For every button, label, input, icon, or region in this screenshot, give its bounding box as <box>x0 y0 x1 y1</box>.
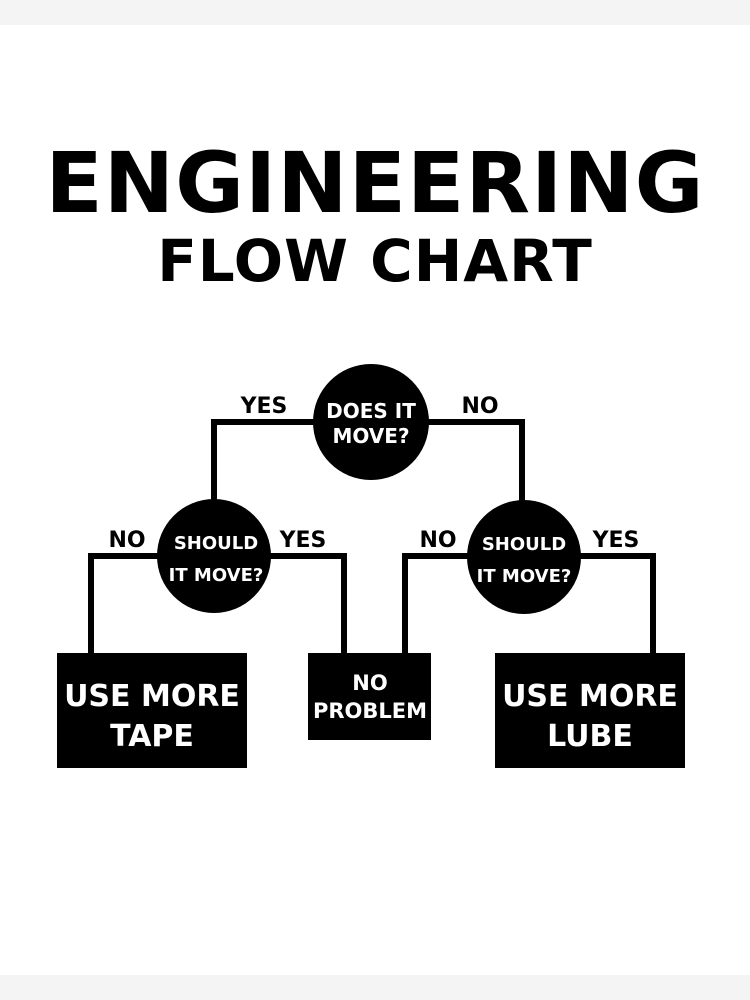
outcome-tape-line1: USE MORE <box>64 679 240 714</box>
decision-right-line2: IT MOVE? <box>477 566 572 587</box>
outcome-lube-line2: LUBE <box>547 719 633 754</box>
decision-root-line2: MOVE? <box>332 424 409 448</box>
connector-root-yes <box>211 419 320 500</box>
connectors <box>88 419 656 655</box>
decision-node-right: SHOULD IT MOVE? <box>467 500 581 614</box>
connector-right-no <box>402 553 472 655</box>
outcome-tape-line2: TAPE <box>110 719 194 754</box>
label-right-no: NO <box>419 528 456 553</box>
outcome-box-lube: USE MORE LUBE <box>495 653 685 768</box>
decision-root-line1: DOES IT <box>326 399 416 423</box>
connector-left-no <box>88 553 162 655</box>
label-left-yes: YES <box>279 528 327 553</box>
connector-left-yes <box>266 553 347 655</box>
decision-node-root: DOES IT MOVE? <box>313 364 429 480</box>
decision-left-line2: IT MOVE? <box>169 565 264 586</box>
page-subtitle: FLOW CHART <box>157 227 593 295</box>
label-right-yes: YES <box>592 528 640 553</box>
decision-node-left: SHOULD IT MOVE? <box>157 499 271 613</box>
decision-left-line1: SHOULD <box>174 533 258 554</box>
outcome-box-tape: USE MORE TAPE <box>57 653 247 768</box>
page-title: ENGINEERING <box>45 134 705 232</box>
label-left-no: NO <box>108 528 145 553</box>
connector-root-no <box>422 419 525 502</box>
decision-right-line1: SHOULD <box>482 534 566 555</box>
label-root-no: NO <box>461 394 498 419</box>
label-root-yes: YES <box>240 394 288 419</box>
outcome-no-problem-line2: PROBLEM <box>313 699 427 723</box>
outcome-no-problem-line1: NO <box>352 671 387 695</box>
connector-right-yes <box>578 553 656 655</box>
poster-background <box>0 25 750 975</box>
outcome-lube-line1: USE MORE <box>502 679 678 714</box>
outcome-box-no-problem: NO PROBLEM <box>308 653 431 740</box>
